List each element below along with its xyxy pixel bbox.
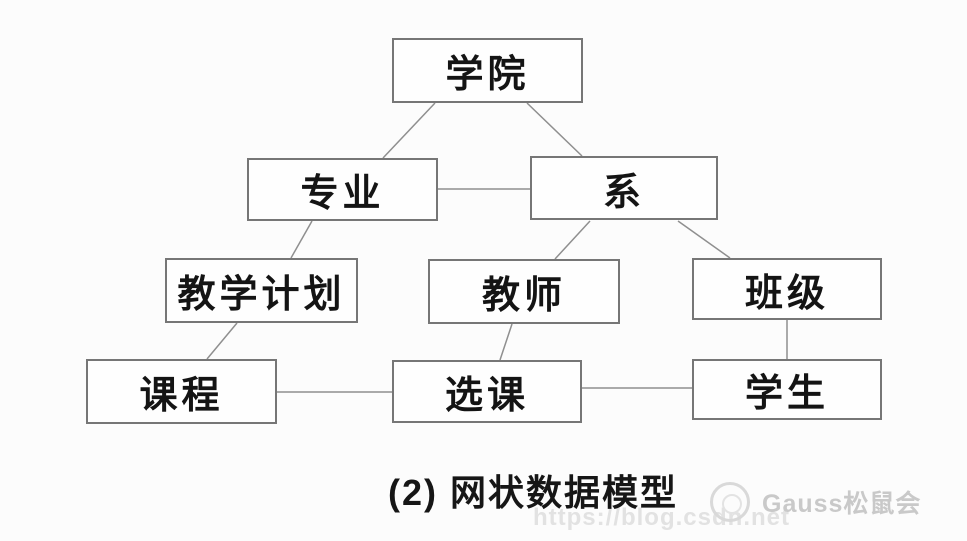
edge-xi-banji [677, 220, 731, 259]
watermark-brand-label: Gauss松鼠会 [762, 490, 922, 518]
figure-caption: (2) 网状数据模型 [387, 472, 678, 513]
node-banji: 班级 [692, 258, 882, 320]
edge-jiaoshi-xuanke [499, 323, 513, 361]
gauss-logo-icon [710, 482, 750, 522]
node-xuanke: 选课 [392, 360, 582, 423]
node-xuesheng: 学生 [692, 359, 882, 420]
edge-xueyuan-zhuanye [382, 102, 436, 159]
node-xueyuan: 学院 [392, 38, 583, 103]
edge-jiaoxuejihua-kecheng [206, 322, 238, 360]
node-zhuanye: 专业 [247, 158, 438, 221]
edge-zhuanye-jiaoxuejihua [290, 220, 313, 259]
node-kecheng: 课程 [86, 359, 277, 424]
edge-xi-jiaoshi [554, 220, 591, 260]
watermark-gauss: Gauss松鼠会 [710, 482, 921, 522]
node-jiaoshi: 教师 [428, 259, 620, 324]
node-xi: 系 [530, 156, 718, 220]
node-jiaoxuejihua: 教学计划 [165, 258, 358, 323]
edge-xueyuan-xi [526, 102, 583, 157]
